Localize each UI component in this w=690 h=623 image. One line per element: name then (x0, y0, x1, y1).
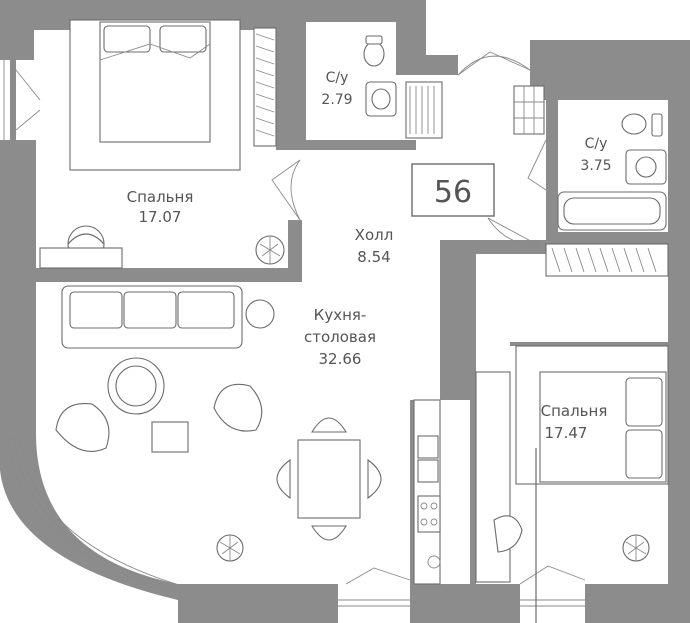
sofa (61, 285, 243, 349)
dresser-1 (39, 247, 123, 269)
plant-2 (216, 534, 244, 562)
windows (3, 60, 585, 607)
kitchen-counter (413, 399, 441, 585)
bedroom-2-name: Спальня (541, 402, 608, 420)
bed-1 (69, 19, 241, 171)
doors (271, 51, 586, 585)
wardrobe-2 (545, 243, 669, 277)
apartment-number-box: 56 (411, 163, 495, 217)
bay-window (0, 430, 178, 600)
bathroom-2-area: 3.75 (580, 158, 611, 174)
armchair-2 (55, 402, 110, 452)
kitchen-area: 32.66 (319, 350, 362, 368)
plant-3 (622, 534, 650, 562)
side-table (245, 299, 275, 329)
bedroom-1-area: 17.07 (139, 208, 182, 226)
bedroom-2-area: 17.47 (545, 424, 588, 442)
bathroom-1-name: С/у (326, 70, 349, 86)
room-labels: Спальня 17.07 С/у 2.79 Холл 8.54 Кухня- … (127, 70, 612, 442)
hall-name: Холл (355, 226, 394, 244)
kitchen-name-line2: столовая (304, 328, 376, 346)
bed-2 (515, 345, 669, 485)
apartment-number: 56 (434, 175, 472, 210)
bathroom-2-fixtures (513, 85, 667, 231)
bathroom-1-fixtures (363, 35, 443, 139)
kitchen-name-line1: Кухня- (314, 306, 367, 324)
plant-1 (255, 235, 285, 265)
bathroom-1-area: 2.79 (321, 92, 352, 108)
coffee-table (107, 357, 165, 415)
bathroom-2-name: С/у (585, 136, 608, 152)
hall-area: 8.54 (357, 248, 390, 266)
armchair-4 (493, 515, 523, 553)
wardrobe-1 (253, 27, 277, 147)
pouf (151, 421, 189, 453)
armchair-3 (213, 383, 263, 432)
bedroom-1-name: Спальня (127, 188, 194, 206)
dining-table (276, 417, 382, 541)
